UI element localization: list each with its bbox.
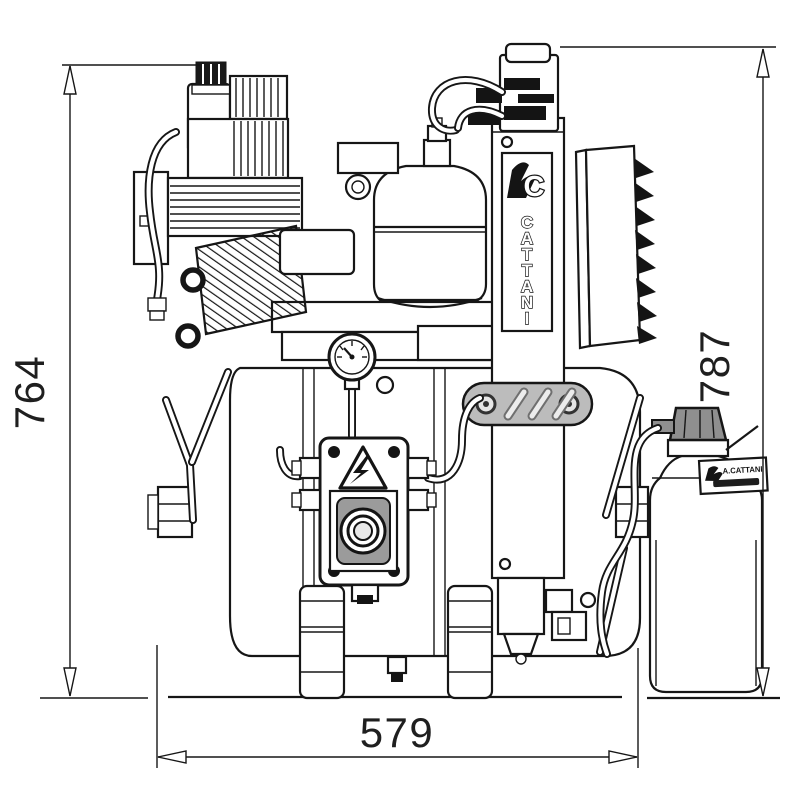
left-port-boss (147, 485, 194, 539)
motor-fins-vertical (186, 117, 290, 180)
filter-bowl (496, 576, 546, 636)
left-hose (144, 128, 180, 321)
tilt-handle-right (602, 394, 644, 519)
brand-letter: T (522, 261, 533, 280)
bottle-label-line2-bar (713, 477, 760, 488)
dimension-label-bottom: 579 (360, 709, 435, 756)
cattani-logo-letter: C (524, 171, 545, 203)
wheel-left (298, 584, 346, 700)
cattani-label: C C A T T A N I (500, 151, 554, 333)
drain-valve-body (544, 588, 574, 614)
valve-cap (504, 42, 552, 64)
arrow-up-icon (63, 65, 77, 95)
cooling-coil (194, 224, 308, 336)
cattani-logo-swoosh (507, 162, 535, 198)
high-voltage-icon (338, 445, 388, 490)
electrical-box (291, 436, 437, 604)
intake-port-inner (351, 180, 365, 194)
brand-letter: N (521, 293, 533, 312)
terminal-block (336, 141, 400, 175)
bottle-cap (668, 406, 728, 442)
pressure-switch-shelf (416, 324, 496, 362)
brand-letter: A (521, 229, 533, 248)
tank-drain (386, 655, 408, 682)
filter-group (496, 544, 628, 665)
column-bottom-hole (498, 557, 512, 571)
dimension-label-left: 764 (6, 355, 53, 430)
arrow-down-icon (756, 667, 770, 697)
cap-vent-tube (725, 425, 759, 451)
dimension-left: 764 (6, 64, 200, 699)
arrow-down-icon (63, 667, 77, 697)
column-top-hole (500, 135, 514, 149)
wheels (298, 584, 494, 700)
compressor-head (278, 228, 356, 276)
dimension-right: 787 (560, 46, 776, 697)
bottle-logo-swoosh (705, 466, 723, 482)
bottle-label-line1: A.CATTANI (722, 465, 762, 476)
bottle-neck-ring (666, 438, 730, 458)
dimension-bottom: 579 (156, 645, 639, 768)
machine-drawing: C C A T T A N I (132, 42, 780, 700)
coil-cap-upper (180, 267, 206, 293)
gauge-side-fitting (375, 375, 395, 395)
arrow-left-icon (157, 750, 187, 764)
coil-cap-lower (175, 323, 201, 349)
dryer-column: C C A T T A N I (490, 116, 566, 580)
pressure-gauge (327, 332, 395, 395)
solenoid-valve-assembly (428, 42, 560, 135)
bottle-hose (596, 424, 662, 658)
fan-condenser (574, 144, 657, 350)
brand-letter: C (521, 213, 533, 232)
condensate-bottle: A.CATTANI (648, 406, 769, 694)
brand-letter: T (522, 245, 533, 264)
dimension-label-right: 787 (691, 329, 738, 404)
brand-letter: A (521, 277, 533, 296)
arrow-right-icon (608, 750, 638, 764)
arrow-up-icon (756, 48, 770, 78)
cable-glands (291, 456, 437, 512)
bottle-label: A.CATTANI (697, 456, 769, 496)
brand-letter: I (525, 309, 530, 328)
wheel-right (446, 584, 494, 700)
mounting-bracket (461, 381, 594, 427)
tilt-handle-left (162, 368, 232, 524)
